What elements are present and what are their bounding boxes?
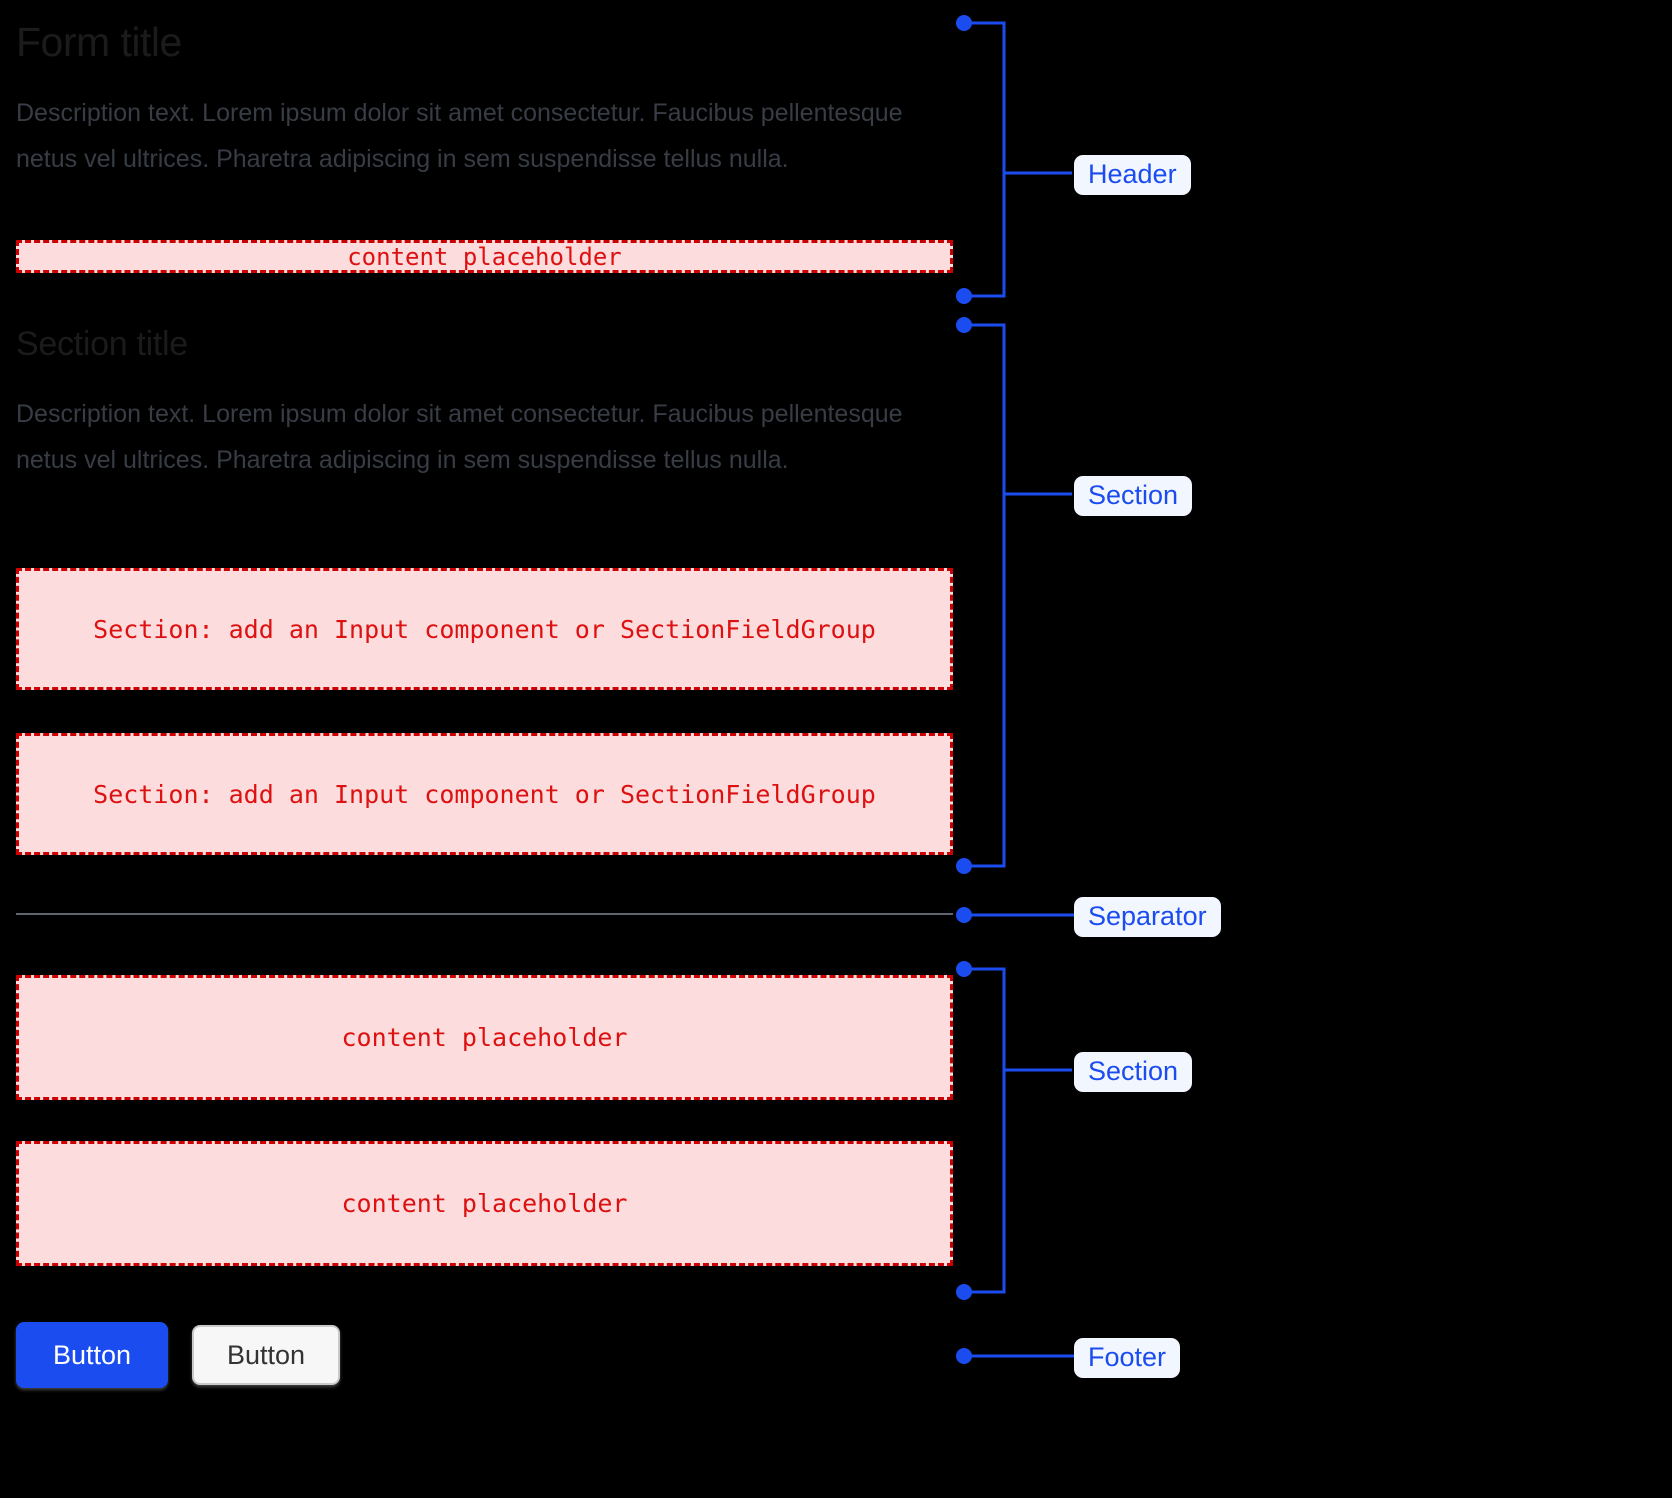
primary-button[interactable]: Button: [16, 1322, 168, 1388]
form-column: Form title Description text. Lorem ipsum…: [16, 0, 954, 1498]
header-description: Description text. Lorem ipsum dolor sit …: [16, 99, 903, 173]
header-content-placeholder-text: content placeholder: [347, 242, 622, 271]
separator-rule: [16, 913, 953, 915]
section-content-placeholder-c[interactable]: content placeholder: [16, 975, 953, 1100]
section-field-placeholder-a[interactable]: Section: add an Input component or Secti…: [16, 568, 953, 690]
section-field-placeholder-b[interactable]: Section: add an Input component or Secti…: [16, 733, 953, 855]
section-field-placeholder-a-text: Section: add an Input component or Secti…: [93, 614, 876, 644]
section-bracket-2: [956, 961, 1072, 1300]
footer-pointer: [956, 1348, 1076, 1364]
annotation-label-footer[interactable]: Footer: [1074, 1338, 1181, 1379]
header-bracket: [956, 15, 1072, 304]
form-title: Form title: [16, 19, 182, 65]
secondary-button[interactable]: Button: [192, 1325, 340, 1385]
annotation-label-section-1[interactable]: Section: [1074, 476, 1193, 517]
annotation-label-header[interactable]: Header: [1074, 155, 1191, 196]
section-content-placeholder-d-text: content placeholder: [341, 1189, 628, 1218]
section-title: Section title: [16, 325, 188, 363]
section-content-placeholder-d[interactable]: content placeholder: [16, 1141, 953, 1266]
section-content-placeholder-c-text: content placeholder: [341, 1023, 628, 1052]
section-description: Description text. Lorem ipsum dolor sit …: [16, 400, 903, 474]
separator-pointer: [956, 907, 1074, 923]
section-bracket-1: [956, 317, 1072, 874]
section-field-placeholder-b-text: Section: add an Input component or Secti…: [93, 779, 876, 809]
annotation-label-section-2[interactable]: Section: [1074, 1052, 1193, 1093]
footer-actions: Button Button: [16, 1322, 340, 1388]
header-content-placeholder[interactable]: content placeholder: [16, 240, 953, 273]
annotation-label-separator[interactable]: Separator: [1074, 897, 1221, 938]
